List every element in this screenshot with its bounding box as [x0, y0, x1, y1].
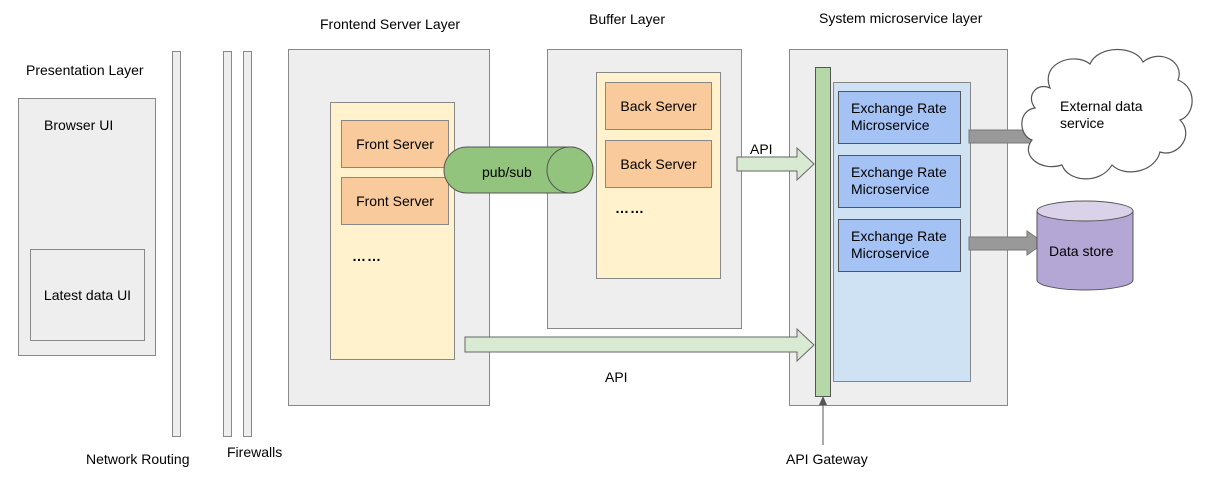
front-server-2: Front Server: [341, 177, 449, 225]
latest-data-ui-label: Latest data UI: [43, 287, 132, 303]
system-layer-title: System microservice layer: [819, 10, 983, 26]
microservice-1-line1: Exchange Rate: [851, 100, 947, 116]
datastore-label: Data store: [1049, 243, 1114, 259]
buffer-layer-title: Buffer Layer: [589, 11, 666, 27]
api-arrow-bottom: [464, 327, 815, 363]
api-gateway-label: API Gateway: [786, 451, 868, 467]
frontend-layer-title: Frontend Server Layer: [320, 16, 461, 32]
api-top-label: API: [750, 141, 773, 157]
browser-ui-label: Browser UI: [44, 117, 114, 133]
microservice-3: Exchange Rate Microservice: [838, 219, 961, 272]
external-service-line1: External data: [1060, 98, 1143, 114]
firewall-bar-2: [243, 51, 252, 437]
back-server-2-label: Back Server: [620, 156, 697, 172]
microservice-2: Exchange Rate Microservice: [838, 155, 961, 208]
front-server-2-label: Front Server: [356, 193, 434, 209]
external-service-line2: service: [1060, 115, 1105, 131]
firewall-bar-1: [223, 51, 232, 437]
microservice-1: Exchange Rate Microservice: [838, 91, 961, 144]
datastore-cylinder: [1036, 200, 1134, 291]
network-routing-label: Network Routing: [86, 451, 190, 467]
front-server-1-label: Front Server: [356, 136, 434, 152]
api-bottom-label: API: [605, 369, 628, 385]
microservice-2-line1: Exchange Rate: [851, 164, 947, 180]
api-arrow-top: [736, 146, 815, 182]
frontend-ellipsis: ……: [352, 248, 382, 264]
microservice-3-line1: Exchange Rate: [851, 228, 947, 244]
cloud-shape: [1021, 48, 1193, 180]
back-server-1-label: Back Server: [620, 98, 697, 114]
datastore-arrow: [968, 230, 1045, 256]
network-routing-bar: [172, 51, 181, 437]
firewalls-label: Firewalls: [227, 444, 283, 460]
microservice-1-line2: Microservice: [851, 117, 930, 133]
front-server-1: Front Server: [341, 120, 449, 168]
microservice-2-line2: Microservice: [851, 181, 930, 197]
pub-sub-label: pub/sub: [482, 164, 532, 180]
buffer-ellipsis: ……: [615, 200, 645, 216]
back-server-2: Back Server: [605, 140, 712, 188]
presentation-layer-title: Presentation Layer: [26, 62, 144, 78]
back-server-1: Back Server: [605, 82, 712, 130]
pub-sub-queue: [443, 146, 594, 194]
microservice-3-line2: Microservice: [851, 245, 930, 261]
latest-data-ui-box: Latest data UI: [30, 249, 145, 341]
api-gateway-pointer: [819, 396, 827, 445]
